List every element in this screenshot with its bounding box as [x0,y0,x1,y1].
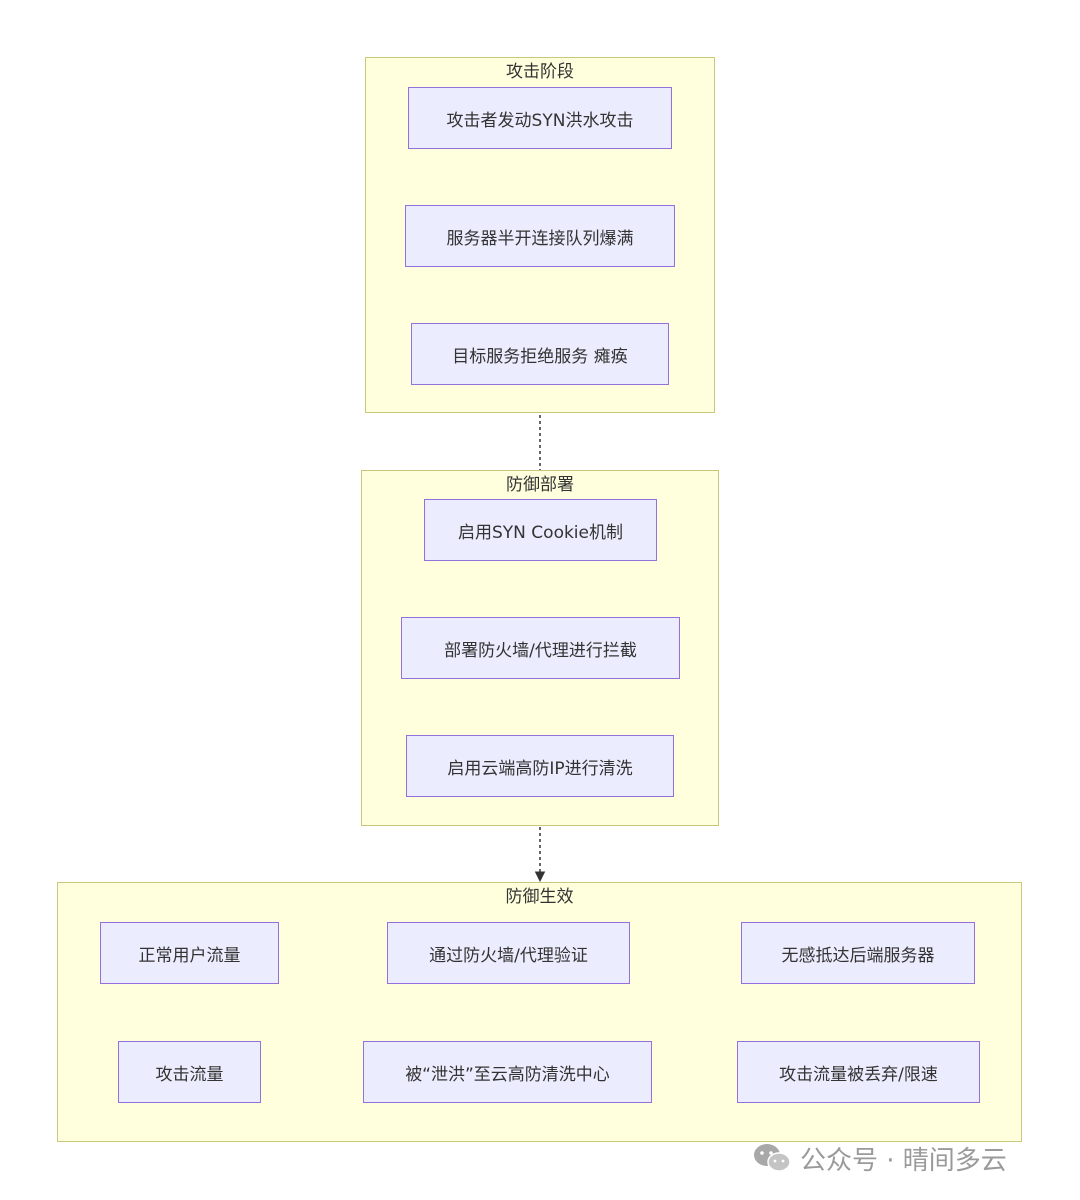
group-title-attack: 攻击阶段 [506,62,574,82]
node-attack-dropped: 攻击流量被丢弃/限速 [737,1041,980,1103]
node-cloud-ddos-ip: 启用云端高防IP进行清洗 [406,735,674,797]
node-attack-traffic: 攻击流量 [118,1041,261,1103]
wechat-icon [754,1144,791,1172]
group-title-defense: 防御部署 [506,475,574,495]
node-normal-traffic: 正常用户流量 [100,922,279,984]
node-service-denied: 目标服务拒绝服务 瘫痪 [411,323,669,385]
node-firewall-proxy: 部署防火墙/代理进行拦截 [401,617,680,679]
watermark: 公众号 · 晴间多云 [752,1140,1007,1176]
node-half-open-queue-full: 服务器半开连接队列爆满 [405,205,675,267]
watermark-text: 公众号 · 晴间多云 [800,1145,1007,1176]
node-pass-firewall: 通过防火墙/代理验证 [387,922,630,984]
node-diverted-scrubbing: 被“泄洪”至云高防清洗中心 [363,1041,652,1103]
node-attacker-syn-flood: 攻击者发动SYN洪水攻击 [408,87,672,149]
node-syn-cookie: 启用SYN Cookie机制 [424,499,657,561]
node-reach-backend: 无感抵达后端服务器 [741,922,975,984]
group-defense-effect: 防御生效 [57,882,1022,1142]
group-title-effect: 防御生效 [505,887,574,907]
